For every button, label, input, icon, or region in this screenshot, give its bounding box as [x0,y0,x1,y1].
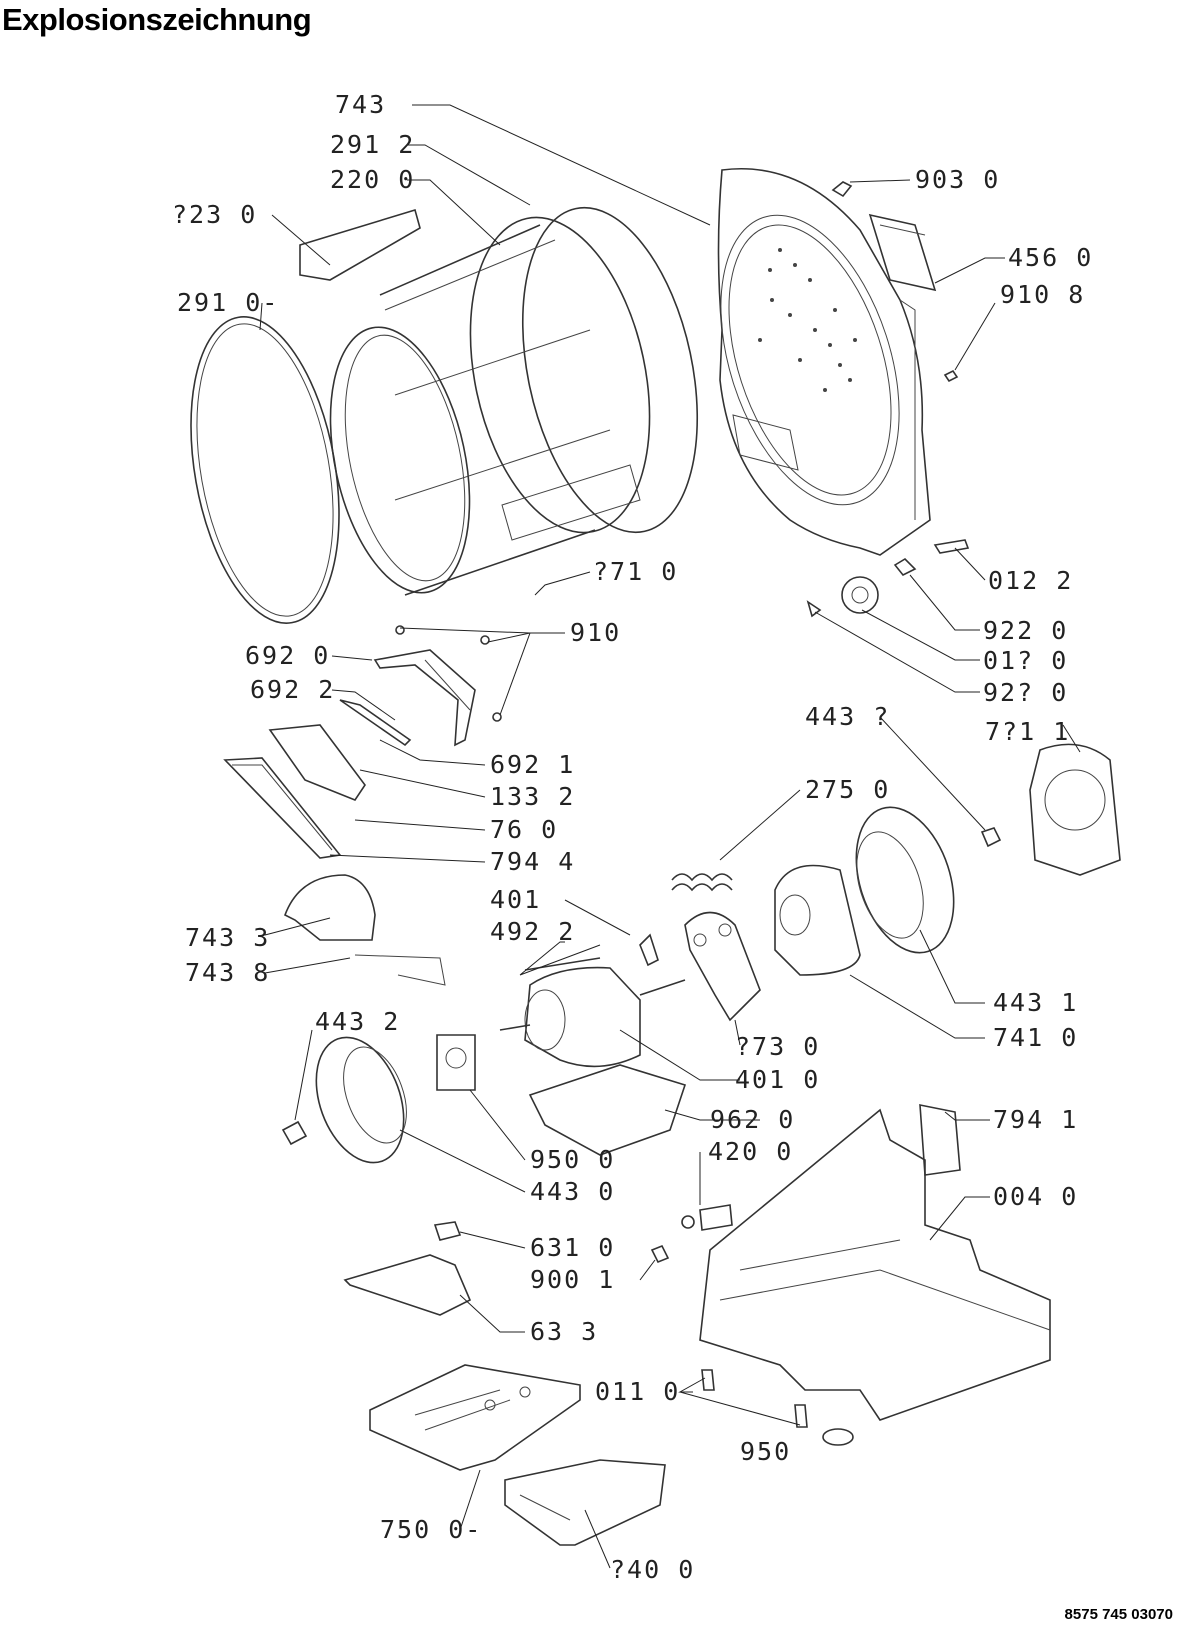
part-motor [499,933,686,1068]
label-220-0: 220 0 [330,165,415,194]
part-front-gasket [190,316,340,624]
label-401-0: 401 0 [735,1065,820,1094]
label-631-0: 631 0 [530,1233,615,1262]
label-443-1: 443 1 [993,988,1078,1017]
label-692-2: 692 2 [250,675,335,704]
label-794-4: 794 4 [490,847,575,876]
leader-lines [259,104,1081,1569]
label-443-2-a: 443 ? [805,702,890,731]
label-004-0: 004 0 [993,1182,1078,1211]
part-drum [299,208,651,596]
label-743-8: 743 8 [185,958,270,987]
label-750-0: 750 0- [380,1515,482,1544]
label-223-0: ?23 0 [172,200,257,229]
label-741-0: 741 0 [993,1023,1078,1052]
label-962-0: 962 0 [710,1105,795,1134]
label-291-0: 291 0- [177,288,279,317]
label-420-0: 420 0 [708,1137,793,1166]
label-922-0-b: 92? 0 [983,678,1068,707]
label-743-3: 743 3 [185,923,270,952]
label-271-0: ?71 0 [593,557,678,586]
label-743: 743 [335,90,386,119]
label-910: 910 [570,618,621,647]
label-012-2: 012 2 [988,566,1073,595]
part-tray [369,1364,581,1471]
label-910-8: 910 8 [1000,280,1085,309]
label-950: 950 [740,1437,791,1466]
part-filter [504,1459,666,1546]
part-rear-gasket [521,206,699,534]
label-692-0: 692 0 [245,641,330,670]
label-273-0: ?73 0 [735,1032,820,1061]
label-950-0: 950 0 [530,1145,615,1174]
label-012-0: 01? 0 [983,646,1068,675]
label-133-2: 133 2 [490,782,575,811]
label-291-2: 291 2 [330,130,415,159]
part-impeller-large [855,806,955,954]
label-443-0: 443 0 [530,1177,615,1206]
label-401: 401 [490,885,541,914]
part-impeller-small [315,1036,405,1164]
part-fan-housing [1029,743,1121,876]
label-443-2-b: 443 2 [315,1007,400,1036]
label-771-1: 7?1 1 [985,717,1070,746]
label-011-0: 011 0 [595,1377,680,1406]
label-140-0: ?40 0 [610,1555,695,1584]
label-900-1: 900 1 [530,1265,615,1294]
label-692-1: 692 1 [490,750,575,779]
label-492-2: 492 2 [490,917,575,946]
label-903-0: 903 0 [915,165,1000,194]
label-275-0: 275 0 [805,775,890,804]
document-number: 8575 745 03070 [1064,1606,1173,1623]
label-794-1: 794 1 [993,1105,1078,1134]
part-terminal-block [868,213,937,292]
label-922-0-a: 922 0 [983,616,1068,645]
label-76-0: 76 0 [490,815,558,844]
part-base [699,1104,1051,1421]
part-rear-panel [717,168,931,556]
label-456-0: 456 0 [1008,243,1093,272]
label-63-3: 63 3 [530,1317,598,1346]
page-title: Explosionszeichnung [2,2,312,37]
